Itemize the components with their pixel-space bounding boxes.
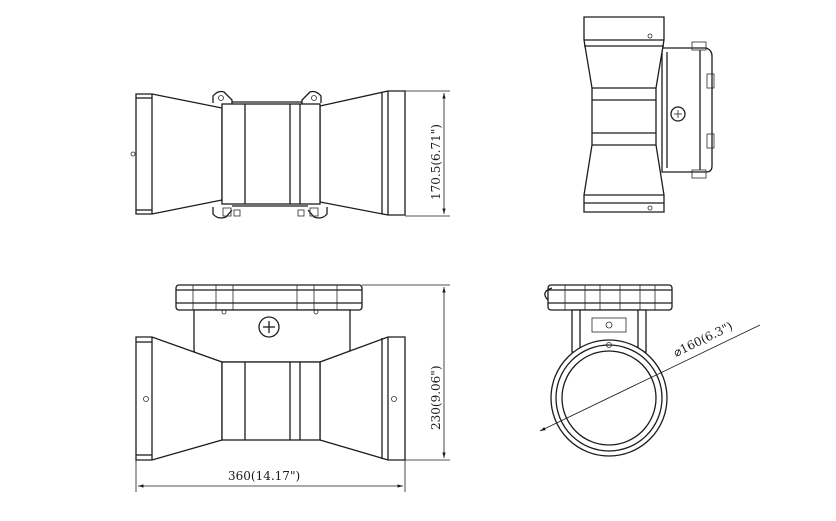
diameter-label: ⌀160(6.3") (671, 319, 735, 360)
top-view (135, 284, 406, 461)
height-label-bottom: 230(9.06") (429, 365, 443, 430)
front-view (130, 90, 406, 219)
height-label-top: 170.5(6.71") (429, 124, 443, 200)
width-label: 360(14.17") (228, 469, 300, 483)
height-dimension-bottom: 230(9.06") (362, 284, 450, 461)
end-view (544, 284, 673, 457)
height-dimension-top: 170.5(6.71") (405, 90, 450, 217)
side-view (583, 16, 715, 213)
width-dimension: 360(14.17") (135, 460, 406, 492)
